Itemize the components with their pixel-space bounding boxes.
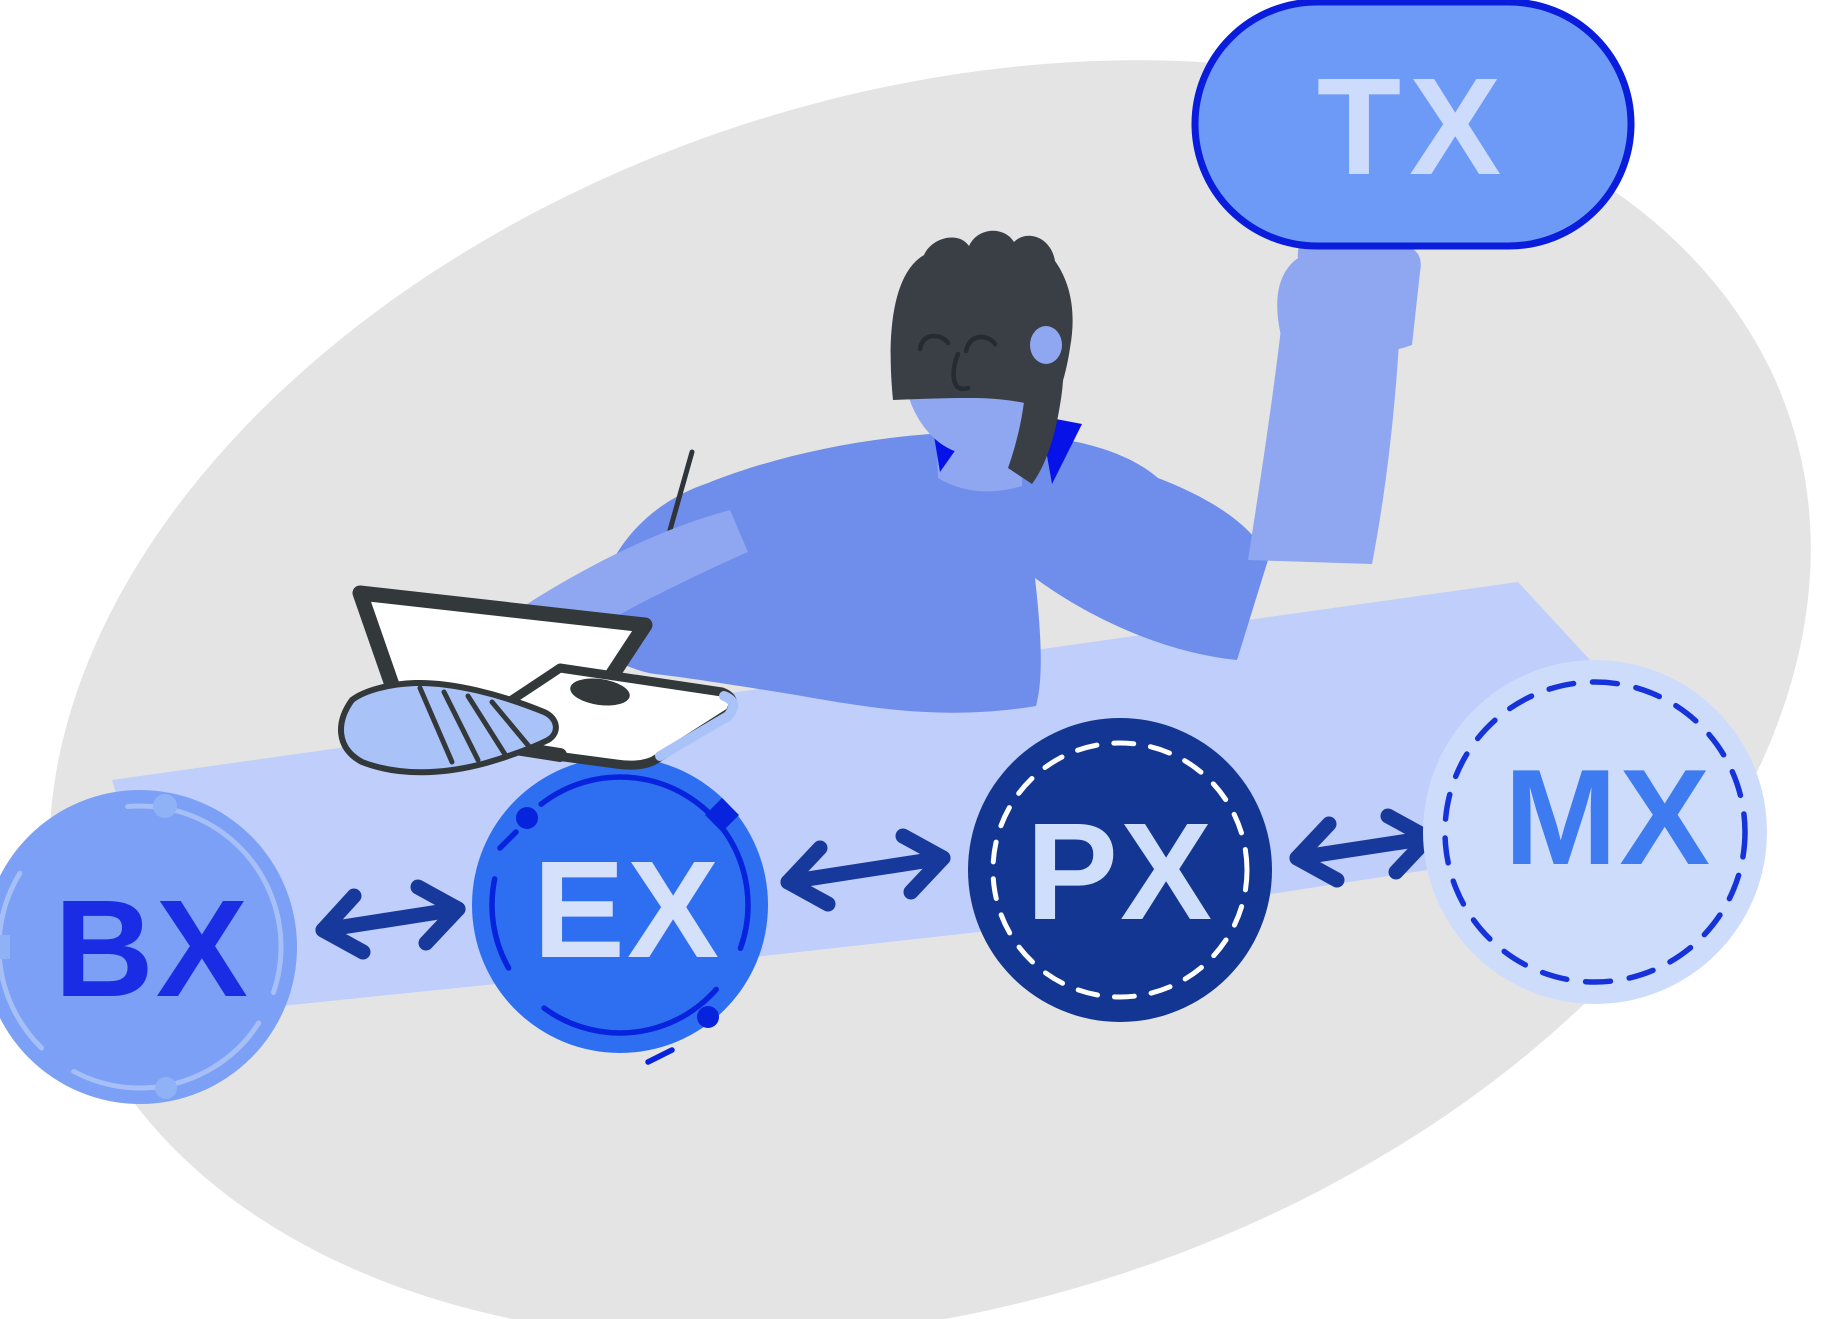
closed-eye-left (917, 333, 951, 352)
ex-circle (472, 757, 768, 1053)
bx-node-dot-bottom (155, 1077, 177, 1099)
ex-node-diamond (705, 798, 739, 832)
node-bx: BX (0, 790, 297, 1104)
node-ex: EX (472, 757, 768, 1065)
person-shirt-seam (667, 449, 695, 533)
laptop-touchpad (570, 678, 630, 706)
person-face-features (917, 333, 998, 392)
px-dashed-ring (990, 740, 1250, 1000)
ex-ring-tail-left (497, 829, 519, 851)
px-circle (968, 718, 1272, 1022)
person-torso (588, 432, 1268, 713)
laptop (338, 585, 739, 776)
ex-node-dot-upperleft (516, 807, 538, 829)
node-mx-label: MX (1504, 741, 1712, 893)
tx-pill-shape (1191, 0, 1635, 250)
connection-arrows (315, 808, 1436, 960)
bx-node-square-left (0, 935, 10, 959)
presenting-hand (1277, 217, 1421, 356)
closed-eye-right (963, 334, 998, 354)
double-arrow-icon-ex-px (780, 828, 951, 912)
person-ear (1030, 326, 1062, 364)
typing-hand (338, 679, 559, 776)
token-pill-tx: TX (1191, 0, 1635, 250)
double-arrow-icon-bx-ex (315, 879, 466, 960)
ex-ring-tail-bottom (645, 1047, 675, 1065)
mx-circle (1423, 660, 1767, 1004)
person-figure (432, 230, 1402, 716)
ex-node-dot-lowerright (697, 1006, 719, 1028)
node-px: PX (968, 718, 1272, 1022)
laptop-rim (655, 691, 739, 761)
node-bx-label: BX (54, 872, 250, 1026)
bx-ring (0, 803, 284, 1091)
bx-circle (0, 790, 297, 1104)
mx-dashed-ring (1442, 679, 1748, 985)
token-pill-label: TX (1317, 50, 1509, 204)
node-px-label: PX (1026, 795, 1214, 949)
bx-node-dot-top (153, 794, 177, 818)
finger-stripes (417, 685, 535, 765)
node-ex-label: EX (533, 833, 721, 987)
node-mx: MX (1423, 660, 1767, 1004)
nose-line (951, 351, 971, 392)
